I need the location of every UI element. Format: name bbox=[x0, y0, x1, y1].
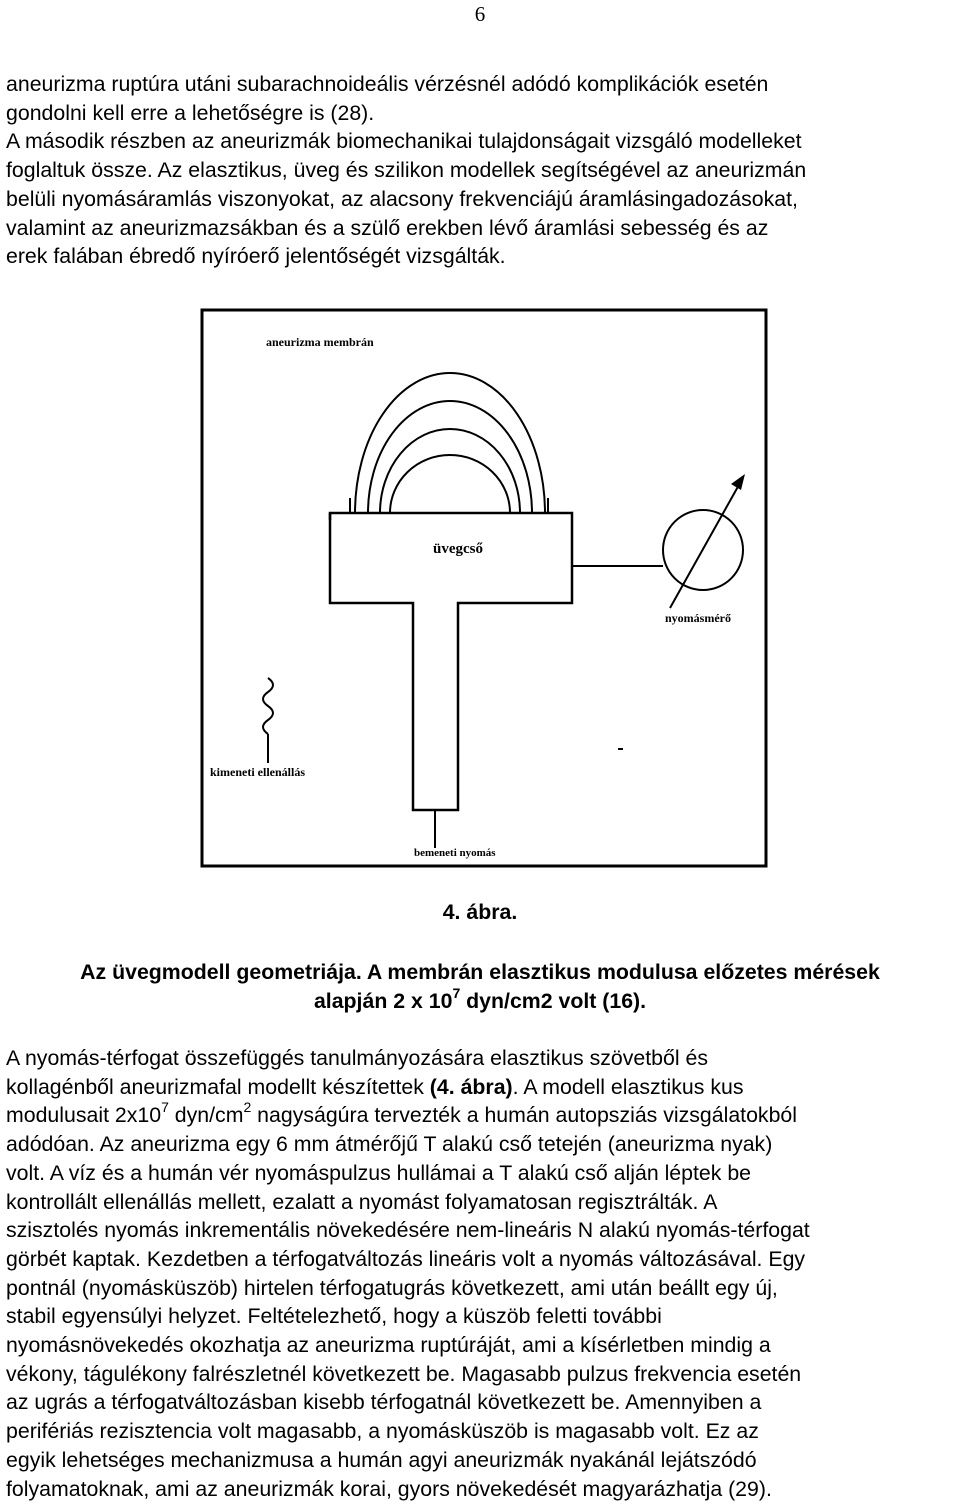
caption-text: alapján 2 x 10 bbox=[313, 989, 453, 1013]
intro-paragraph: aneurizma ruptúra utáni subarachnoideáli… bbox=[6, 70, 958, 271]
body-paragraph: A nyomás-térfogat összefüggés tanulmányo… bbox=[6, 1044, 958, 1503]
text-line: A második részben az aneurizmák biomecha… bbox=[6, 129, 802, 154]
membrane-edge-lines bbox=[349, 498, 549, 513]
text-line: adódóan. Az aneurizma egy 6 mm átmérőjű … bbox=[6, 1132, 773, 1157]
text-line: valamint az aneurizmazsákban és a szülő … bbox=[6, 215, 769, 240]
text-segment: kollagénből aneurizmafal modellt készíte… bbox=[6, 1074, 430, 1099]
caption-text: dyn/cm2 volt (16). bbox=[460, 989, 647, 1013]
text-line: modulusait 2x107 dyn/cm2 nagyságúra terv… bbox=[6, 1099, 958, 1130]
text-line: foglaltuk össze. Az elasztikus, üveg és … bbox=[6, 158, 807, 183]
text-segment: . A modell elasztikus kus bbox=[512, 1074, 744, 1099]
text-line: folyamatoknak, ami az aneurizmák korai, … bbox=[6, 1476, 772, 1501]
text-line: stabil egyensúlyi helyzet. Feltételezhet… bbox=[6, 1304, 662, 1329]
text-segment: dyn/cm bbox=[168, 1103, 244, 1128]
figure-number: 4. ábra. bbox=[442, 900, 518, 924]
text-line: perifériás rezisztencia volt magasabb, a… bbox=[6, 1419, 759, 1444]
text-line: vékony, tágulékony falrészletnél követke… bbox=[6, 1361, 802, 1386]
aneurysm-membrane bbox=[354, 372, 546, 514]
exponent: 7 bbox=[161, 1099, 169, 1116]
label-pressure-gauge: nyomásmérő bbox=[665, 611, 731, 625]
text-line: kollagénből aneurizmafal modellt készíte… bbox=[6, 1073, 958, 1102]
label-inlet-pressure: bemeneti nyomás bbox=[414, 847, 496, 859]
text-line: szisztolés nyomás inkrementális növekedé… bbox=[6, 1218, 810, 1243]
label-aneurysm-membrane: aneurizma membrán bbox=[266, 335, 374, 349]
caption-exponent: 7 bbox=[452, 984, 461, 1001]
glass-tube-t-shape bbox=[328, 511, 574, 812]
caption-line: Az üvegmodell geometriája. A membrán ela… bbox=[80, 960, 880, 984]
text-line: belüli nyomásáramlás viszonyokat, az ala… bbox=[6, 186, 798, 211]
text-line: erek falában ébredő nyíróerő jelentőségé… bbox=[6, 244, 506, 269]
text-line: nyomásnövekedés okozhatja az aneurizma r… bbox=[6, 1333, 771, 1358]
text-line: A nyomás-térfogat összefüggés tanulmányo… bbox=[6, 1046, 708, 1070]
text-segment: nagyságúra tervezték a humán autopsziás … bbox=[251, 1103, 798, 1128]
text-line: egyik lehetséges mechanizmusa a humán ag… bbox=[6, 1447, 757, 1472]
figure-caption: Az üvegmodell geometriája. A membrán ela… bbox=[0, 958, 960, 1016]
text-line: az ugrás a térfogatváltozásban kisebb té… bbox=[6, 1390, 762, 1415]
pressure-gauge-circle bbox=[662, 509, 744, 591]
text-line: volt. A víz és a humán vér nyomáspulzus … bbox=[6, 1160, 752, 1185]
caption-line: alapján 2 x 107 dyn/cm2 volt (16). bbox=[0, 984, 960, 1016]
exponent: 2 bbox=[243, 1099, 252, 1116]
text-line: pontnál (nyomásküszöb) hirtelen térfogat… bbox=[6, 1275, 778, 1300]
glass-model-diagram: aneurizma membrán üvegcső nyomásmérő kim… bbox=[200, 308, 768, 868]
label-outlet-resistance: kimeneti ellenállás bbox=[210, 765, 305, 779]
resistance-coil-icon bbox=[262, 677, 274, 735]
text-line: kontrollált ellenállás mellett, ezalatt … bbox=[6, 1189, 718, 1214]
label-glass-tube: üvegcső bbox=[433, 541, 483, 557]
page-number: 6 bbox=[474, 2, 486, 26]
text-line: görbét kaptak. Kezdetben a térfogatválto… bbox=[6, 1246, 806, 1271]
figure-frame bbox=[200, 308, 768, 868]
pressure-gauge-needle bbox=[669, 482, 741, 609]
figure-reference: (4. ábra) bbox=[429, 1074, 513, 1099]
text-line: gondolni kell erre a lehetőségre is (28)… bbox=[6, 100, 375, 125]
gauge-arrowhead-icon bbox=[731, 474, 745, 490]
text-segment: modulusait 2x10 bbox=[6, 1103, 162, 1128]
text-line: aneurizma ruptúra utáni subarachnoideáli… bbox=[6, 72, 769, 96]
